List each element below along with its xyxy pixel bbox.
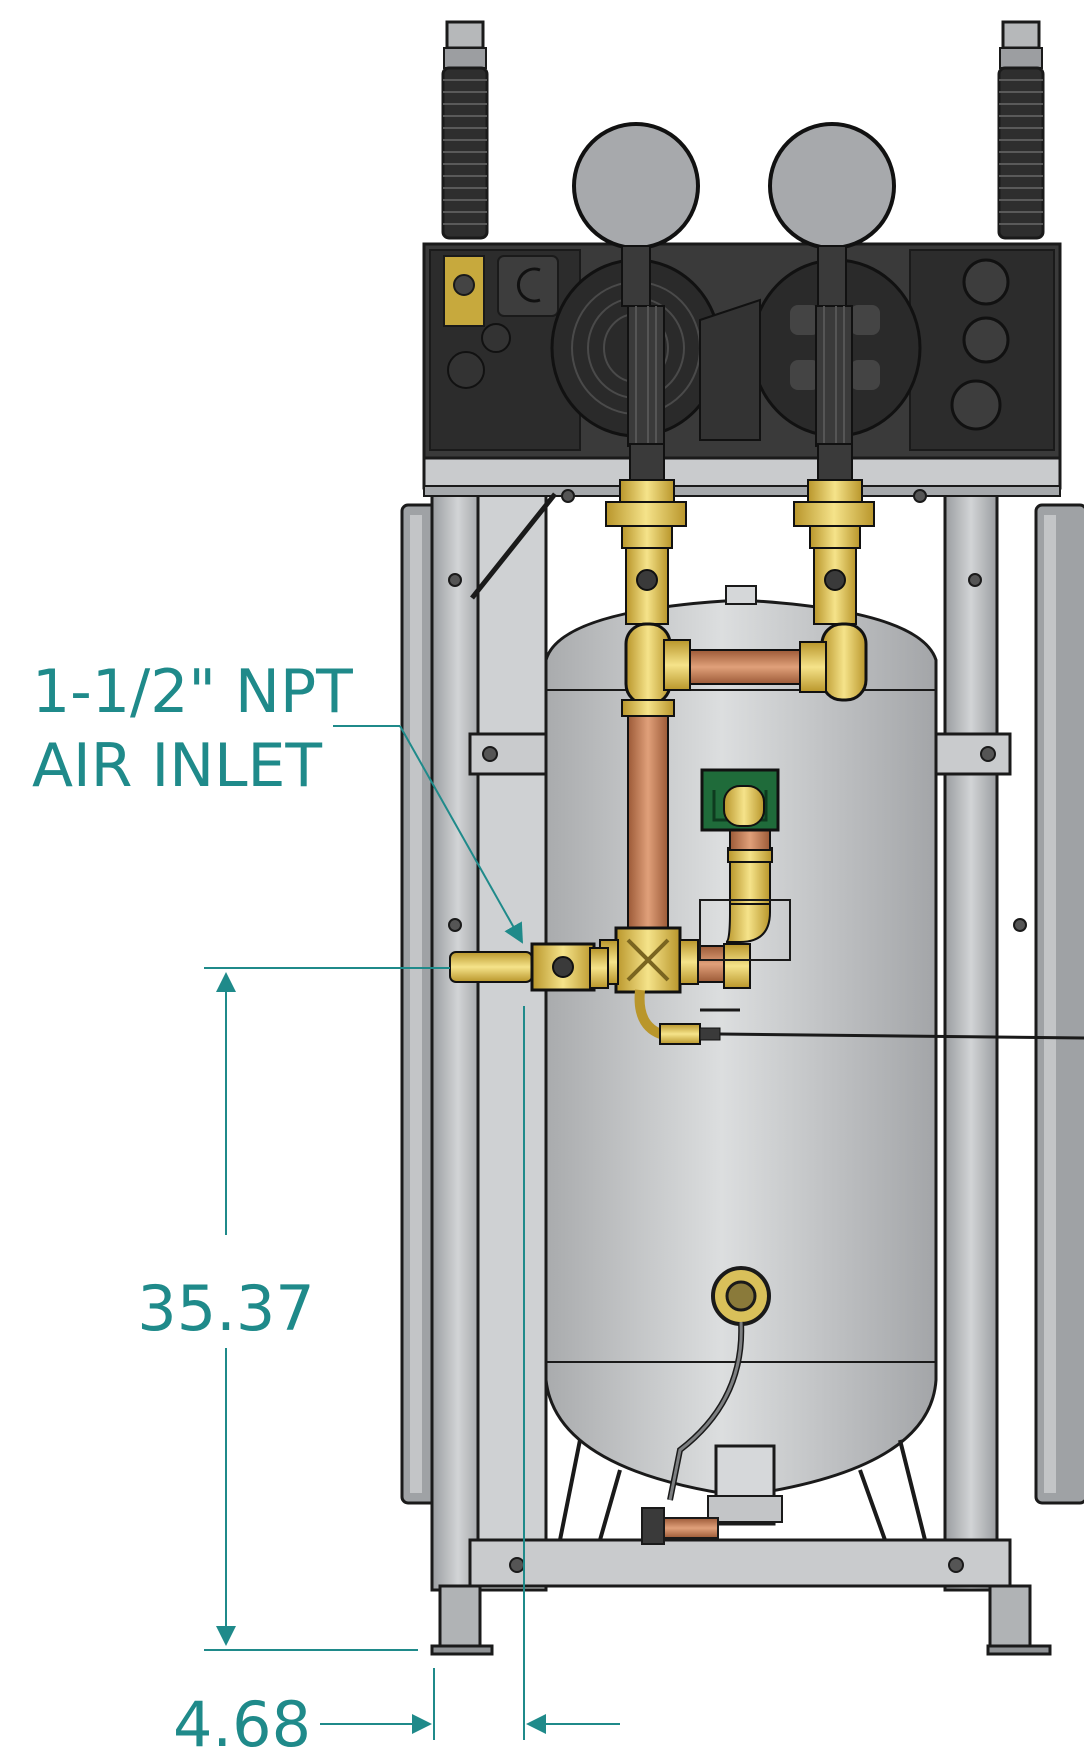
callout-leader-arrow xyxy=(399,725,523,944)
left-intake-muffler xyxy=(441,20,489,240)
dimension-annotations: 1-1/2" NPT AIR INLET 35.37 4.68 xyxy=(32,657,620,1754)
compressor-pump-assembly xyxy=(422,242,1062,460)
callout-line-2: AIR INLET xyxy=(32,731,322,801)
discharge-piping xyxy=(599,305,1084,1045)
air-receiver-tank xyxy=(544,585,938,1545)
air-inlet-valve xyxy=(449,942,609,992)
left-pressure-gauge xyxy=(572,122,700,307)
height-dimension-label: 35.37 xyxy=(137,1272,315,1345)
callout-line-1: 1-1/2" NPT xyxy=(32,657,353,727)
right-side-panel xyxy=(1034,503,1084,1505)
offset-dimension-label: 4.68 xyxy=(173,1688,311,1754)
right-intake-muffler xyxy=(997,20,1045,240)
